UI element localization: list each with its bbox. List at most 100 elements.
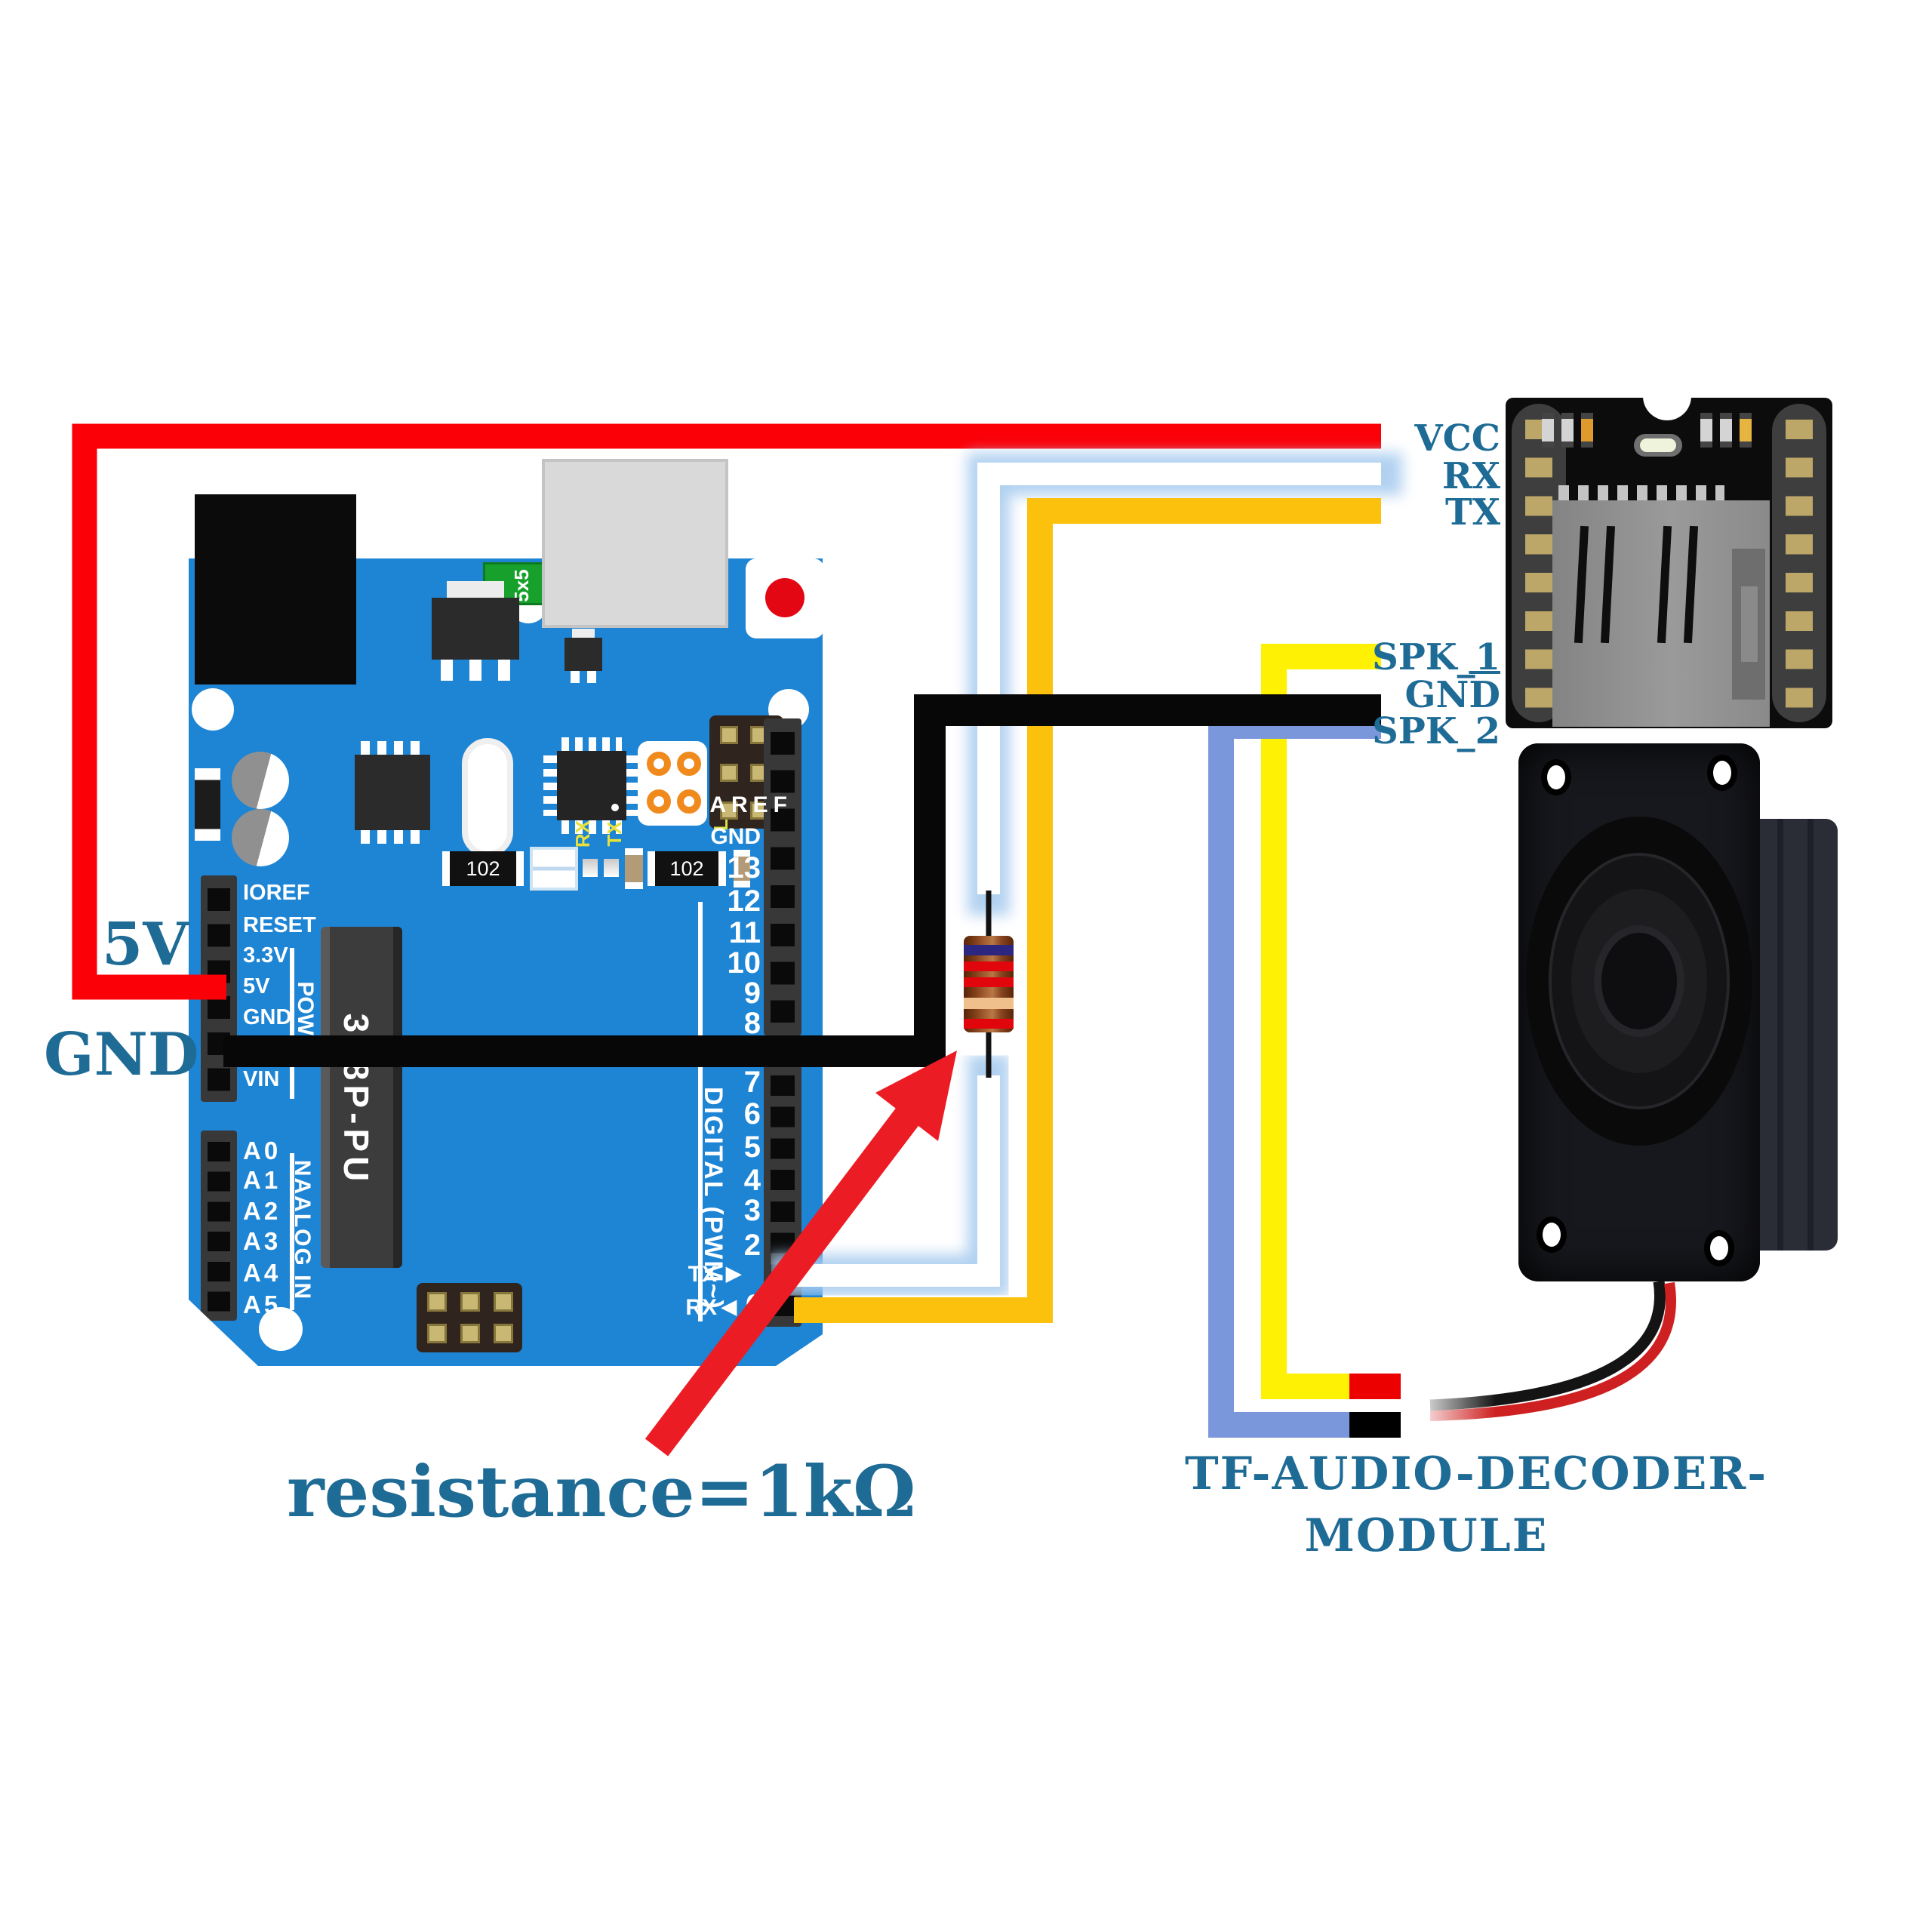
capacitor [232, 809, 289, 866]
label-resistance: resistance=1kΩ [287, 1451, 916, 1534]
resistor-arrow [645, 1051, 957, 1457]
resistor-band-red [964, 1019, 1014, 1029]
pin-label-13: 13 [727, 851, 761, 884]
mcu-chip [321, 927, 402, 1268]
icsp-pin [460, 1292, 480, 1312]
speaker-dome [1594, 925, 1684, 1037]
connector-block-red [1349, 1374, 1401, 1399]
ic-8pin [355, 755, 430, 830]
wire-black-gnd [223, 694, 1381, 1067]
sd-slot-contacts [1558, 485, 1724, 502]
module-label-rx: RX [1441, 455, 1500, 497]
pin-label-ioref: IOREF [243, 881, 310, 905]
wire-yellow-spk1 [1261, 644, 1381, 1399]
pin-label-5v: 5V [243, 974, 270, 998]
smd-white-box [530, 847, 578, 891]
resistor [964, 891, 1014, 1078]
pin-label-2: 2 [743, 1229, 761, 1262]
regulator-leg [441, 660, 453, 681]
icsp-pin [494, 1292, 513, 1312]
module-pins-right [1786, 410, 1813, 716]
module-smd [1542, 413, 1554, 448]
tf-audio-decoder-module [1506, 372, 1832, 728]
icsp-pin [460, 1324, 480, 1343]
wire-red-5v [72, 423, 1381, 1000]
pin-label-aref: AREF [709, 792, 792, 817]
regulator-leg [498, 660, 510, 681]
tx-arrow-icon: ▶ [726, 1262, 741, 1284]
module-label-spk2: SPK_2 [1372, 710, 1500, 752]
resistor-band-navy [964, 945, 1014, 955]
wire-orange-tx [794, 498, 1381, 1323]
usb-connector [542, 459, 728, 628]
pin-label-a4: A4 [243, 1259, 281, 1287]
module-pin-strip-right [1772, 404, 1826, 722]
icsp-pin [427, 1292, 447, 1312]
speaker-mount-hole [1537, 1217, 1567, 1253]
smd-102: 102 [442, 851, 524, 886]
pin-label-a3: A3 [243, 1227, 281, 1255]
wire-white-rx [770, 453, 1402, 1297]
pin-label-4: 4 [743, 1164, 761, 1197]
speaker-side-seam [1807, 819, 1814, 1251]
module-label-spk1: SPK_1 [1372, 636, 1500, 678]
voltage-regulator-tab [447, 581, 504, 598]
header-pin [720, 726, 738, 744]
module-pins-left [1525, 410, 1552, 716]
reset-button-cap [765, 578, 804, 617]
module-smd [1581, 413, 1593, 448]
module-smd [1720, 413, 1732, 448]
module-caption-line1: TF-AUDIO-DECODER- [1185, 1447, 1768, 1500]
pin-label-9: 9 [743, 977, 761, 1010]
connector-block-black [1349, 1412, 1401, 1438]
ic-legs [361, 830, 424, 844]
module-smd [1700, 413, 1712, 448]
speaker-mount-hole [1707, 755, 1737, 791]
pin-label-gnd: GND [710, 824, 761, 849]
pin-label-6: 6 [743, 1097, 761, 1131]
capacitor [232, 752, 289, 809]
qfp-pins [561, 820, 622, 834]
speaker-wire-pair [1411, 1280, 1676, 1434]
pin-label-10: 10 [727, 946, 761, 980]
smd-102-label: 102 [669, 857, 704, 880]
sd-slot-switch-tab [1741, 586, 1758, 662]
speaker-mount-hole [1541, 759, 1571, 795]
pin-label-5: 5 [743, 1131, 761, 1164]
mount-hole [259, 1307, 303, 1351]
icsp-pin [494, 1324, 513, 1343]
analog-pins [208, 1136, 230, 1315]
pin-label-vin: VIN [243, 1067, 280, 1091]
smd-cap [583, 859, 598, 877]
power-silk-line [290, 948, 294, 1099]
qfp-pins [561, 737, 622, 751]
speaker-side [1755, 819, 1838, 1251]
pin-label-11: 11 [728, 916, 761, 949]
smd-102-label: 102 [466, 857, 500, 880]
digital-silk-line [698, 902, 703, 1321]
pin-label-a1: A1 [243, 1166, 281, 1194]
module-label-tx: TX [1445, 491, 1500, 534]
digital-pins [771, 724, 795, 1030]
pin-label-gnd-power: GND [243, 1005, 292, 1029]
qfp-dot [611, 804, 619, 811]
module-smd [1740, 413, 1752, 448]
pin-label-a0: A0 [243, 1137, 281, 1164]
orange-pad [677, 752, 701, 776]
transistor-leg [587, 671, 596, 683]
pin-label-reset: RESET [243, 913, 316, 937]
arduino-board: 5x5 [189, 558, 823, 1366]
pin-label-7: 7 [743, 1066, 761, 1099]
orange-pad [647, 789, 671, 814]
speaker-side-seam [1777, 819, 1783, 1251]
pin-label-8: 8 [743, 1007, 761, 1040]
header-pin [720, 801, 738, 820]
resistor-band-red [964, 977, 1014, 987]
pin-label-a5: A5 [243, 1291, 281, 1318]
smd-cap [604, 859, 619, 877]
pin-label-3: 3 [743, 1194, 761, 1227]
qfp-pins [543, 755, 557, 816]
transistor [565, 638, 602, 671]
resistor-band-tan [964, 998, 1014, 1009]
